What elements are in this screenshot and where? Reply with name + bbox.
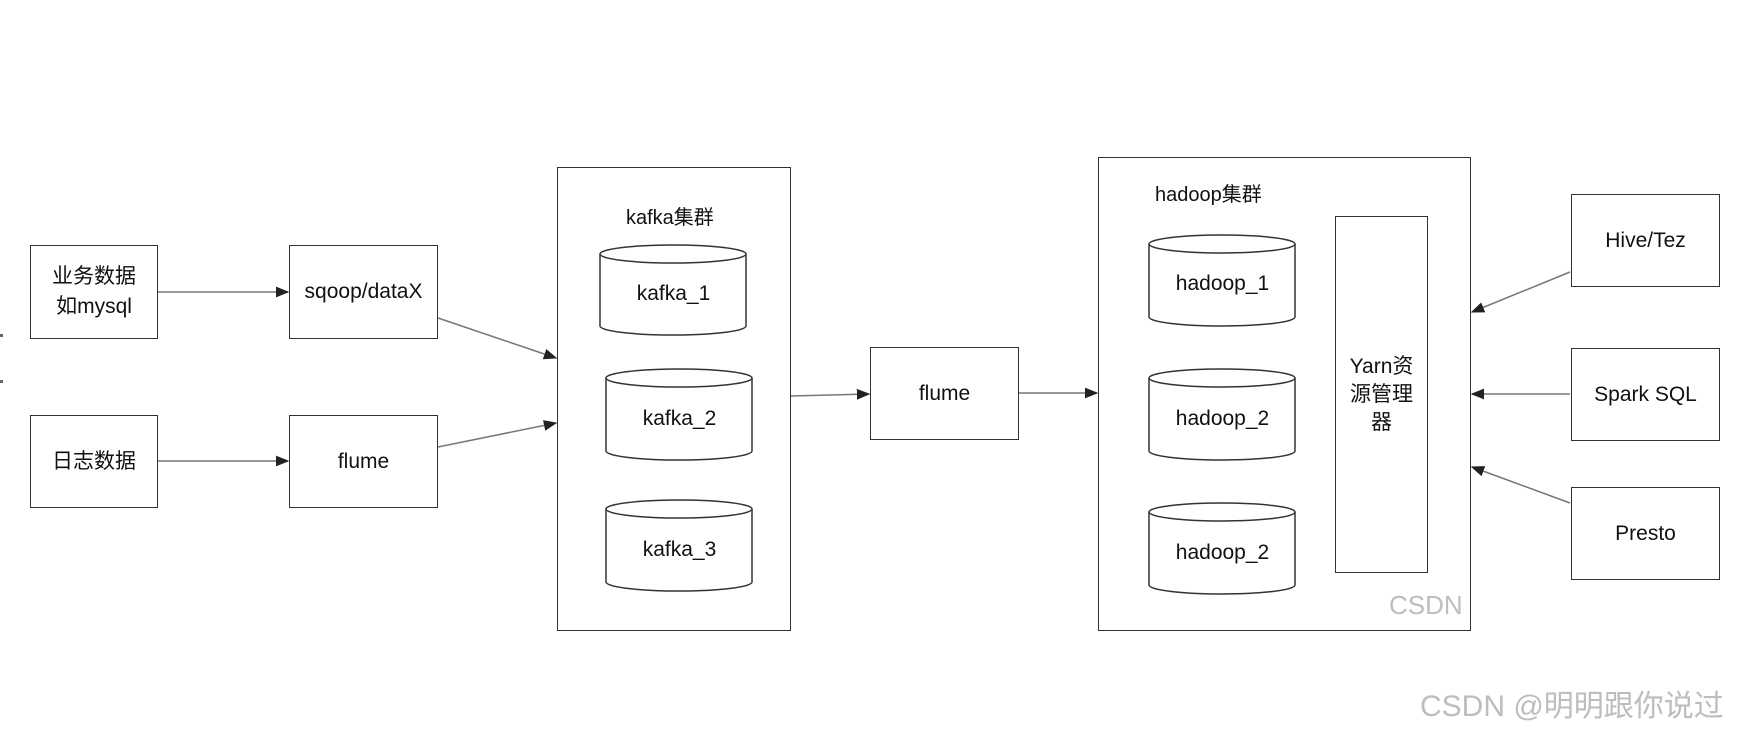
- yarn-label-line: 源管理: [1350, 382, 1413, 406]
- footer-watermark: CSDN @明明跟你说过: [1420, 690, 1724, 723]
- cylinder-shape: [1148, 234, 1296, 327]
- kafka-cluster-title: kafka集群: [626, 207, 714, 229]
- yarn-resource-manager: Yarn资 源管理 器: [1335, 216, 1428, 573]
- kafka-cluster: [557, 167, 791, 631]
- cylinder-shape: [605, 499, 753, 592]
- presto-label: Presto: [1615, 521, 1676, 545]
- presto-box: Presto: [1571, 487, 1720, 580]
- kafka-node: kafka_2: [605, 368, 754, 461]
- hive-tez-box: Hive/Tez: [1571, 194, 1720, 287]
- flume-transfer-label: flume: [918, 381, 971, 405]
- hadoop-node: hadoop_2: [1148, 368, 1297, 461]
- edge-mark: [0, 380, 3, 383]
- kafka-node: kafka_1: [599, 244, 748, 336]
- inner-watermark: CSDN: [1389, 590, 1463, 620]
- hadoop-node-label: hadoop_2: [1175, 541, 1270, 564]
- flume-transfer-box: flume: [870, 347, 1019, 440]
- hadoop-node: hadoop_1: [1148, 234, 1297, 327]
- spark-sql-box: Spark SQL: [1571, 348, 1720, 441]
- flume-collector-box: flume: [289, 415, 438, 508]
- cylinder-shape: [1148, 502, 1296, 595]
- hadoop-cluster-title: hadoop集群: [1155, 184, 1262, 206]
- arrow-kafka-to-flume: [790, 388, 871, 400]
- log-data-label: 日志数据: [52, 449, 136, 473]
- arrow-presto-to-hadoop: [1470, 466, 1571, 504]
- spark-sql-label: Spark SQL: [1594, 382, 1697, 406]
- kafka-node-label: kafka_2: [642, 407, 717, 430]
- hive-tez-label: Hive/Tez: [1605, 228, 1686, 252]
- kafka-node-label: kafka_1: [636, 282, 711, 305]
- yarn-label-line: Yarn资: [1349, 354, 1414, 378]
- hadoop-cluster: [1098, 157, 1471, 631]
- arrow-flume-to-kafka: [437, 420, 558, 448]
- hadoop-node: hadoop_2: [1148, 502, 1297, 595]
- business-data-label: 业务数据: [52, 265, 136, 288]
- edge-mark: [0, 334, 3, 337]
- arrow-hive-to-hadoop: [1470, 271, 1571, 313]
- arrow-sqoop-to-kafka: [437, 317, 558, 360]
- sqoop-datax-label: sqoop/dataX: [304, 280, 423, 303]
- log-data-box: 日志数据: [30, 415, 158, 508]
- sqoop-datax-box: sqoop/dataX: [289, 245, 438, 339]
- cylinder-shape: [1148, 368, 1296, 461]
- yarn-label-line: 器: [1371, 410, 1392, 434]
- kafka-node-label: kafka_3: [642, 538, 717, 561]
- flume-collector-label: flume: [337, 449, 390, 473]
- business-data-box: 业务数据 如mysql: [30, 245, 158, 339]
- kafka-node: kafka_3: [605, 499, 754, 592]
- business-data-sublabel: 如mysql: [56, 295, 132, 318]
- hadoop-node-label: hadoop_2: [1175, 407, 1270, 430]
- cylinder-shape: [605, 368, 753, 461]
- cylinder-shape: [599, 244, 747, 336]
- hadoop-node-label: hadoop_1: [1175, 272, 1270, 295]
